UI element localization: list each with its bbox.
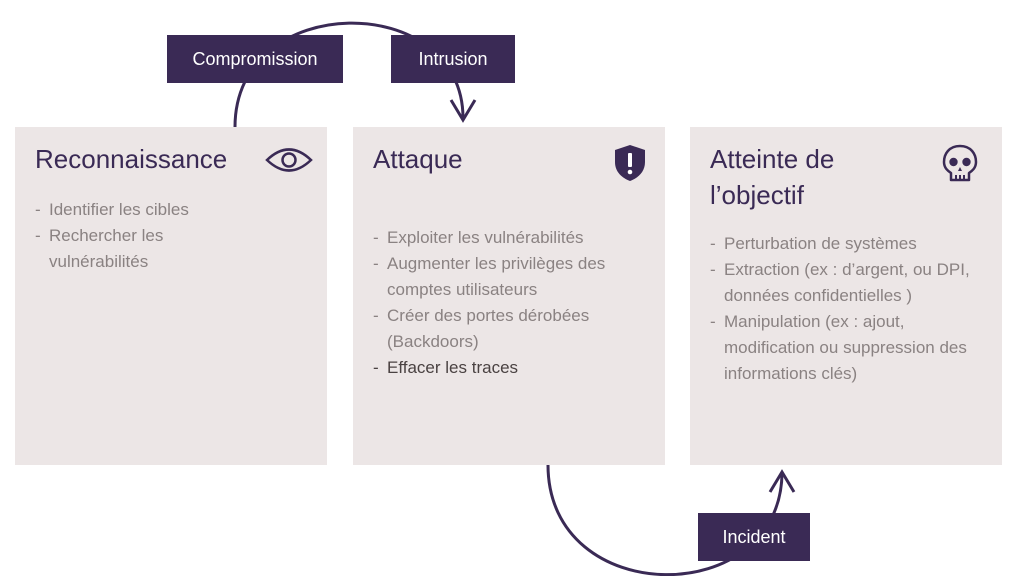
title-line: Reconnaissance xyxy=(35,144,228,174)
list-item: Perturbation de systèmes xyxy=(710,231,990,257)
list-item: Exploiter les vulnérabilités xyxy=(373,225,658,251)
label-compromission: Compromission xyxy=(167,35,343,83)
panel-title: Attaque xyxy=(373,141,463,177)
panel-attaque: Attaque Exploiter les vulnérabilités Aug… xyxy=(353,127,665,465)
bullet-list: Exploiter les vulnérabilités Augmenter l… xyxy=(373,225,658,381)
skull-icon xyxy=(940,143,980,190)
bullet-list: Identifier les cibles Rechercher les vul… xyxy=(35,197,225,275)
panel-reconnaissance: Reconnaissance Identifier les cibles Rec… xyxy=(15,127,327,465)
list-item: Augmenter les privilèges des comptes uti… xyxy=(373,251,658,303)
arrowhead-attaque xyxy=(449,99,477,123)
shield-alert-icon xyxy=(613,143,647,188)
list-item: Extraction (ex : d’argent, ou DPI, donné… xyxy=(710,257,990,309)
title-line: l’objectif xyxy=(710,180,804,210)
bullet-list: Perturbation de systèmes Extraction (ex … xyxy=(710,231,990,387)
eye-icon xyxy=(265,145,313,180)
list-item: Effacer les traces xyxy=(373,355,658,381)
panel-title: Reconnaissance xyxy=(35,141,227,177)
label-intrusion: Intrusion xyxy=(391,35,515,83)
list-item: Rechercher les vulnérabilités xyxy=(35,223,225,275)
label-incident: Incident xyxy=(698,513,810,561)
panel-title: Atteinte de l’objectif xyxy=(710,141,834,213)
arrowhead-objectif xyxy=(768,469,796,493)
panel-atteinte-objectif: Atteinte de l’objectif Perturbation de s… xyxy=(690,127,1002,465)
title-line: Atteinte de xyxy=(710,144,835,174)
title-line: Attaque xyxy=(373,144,463,174)
list-item: Manipulation (ex : ajout, modification o… xyxy=(710,309,990,387)
list-item: Créer des portes dérobées (Backdoors) xyxy=(373,303,658,355)
list-item: Identifier les cibles xyxy=(35,197,225,223)
